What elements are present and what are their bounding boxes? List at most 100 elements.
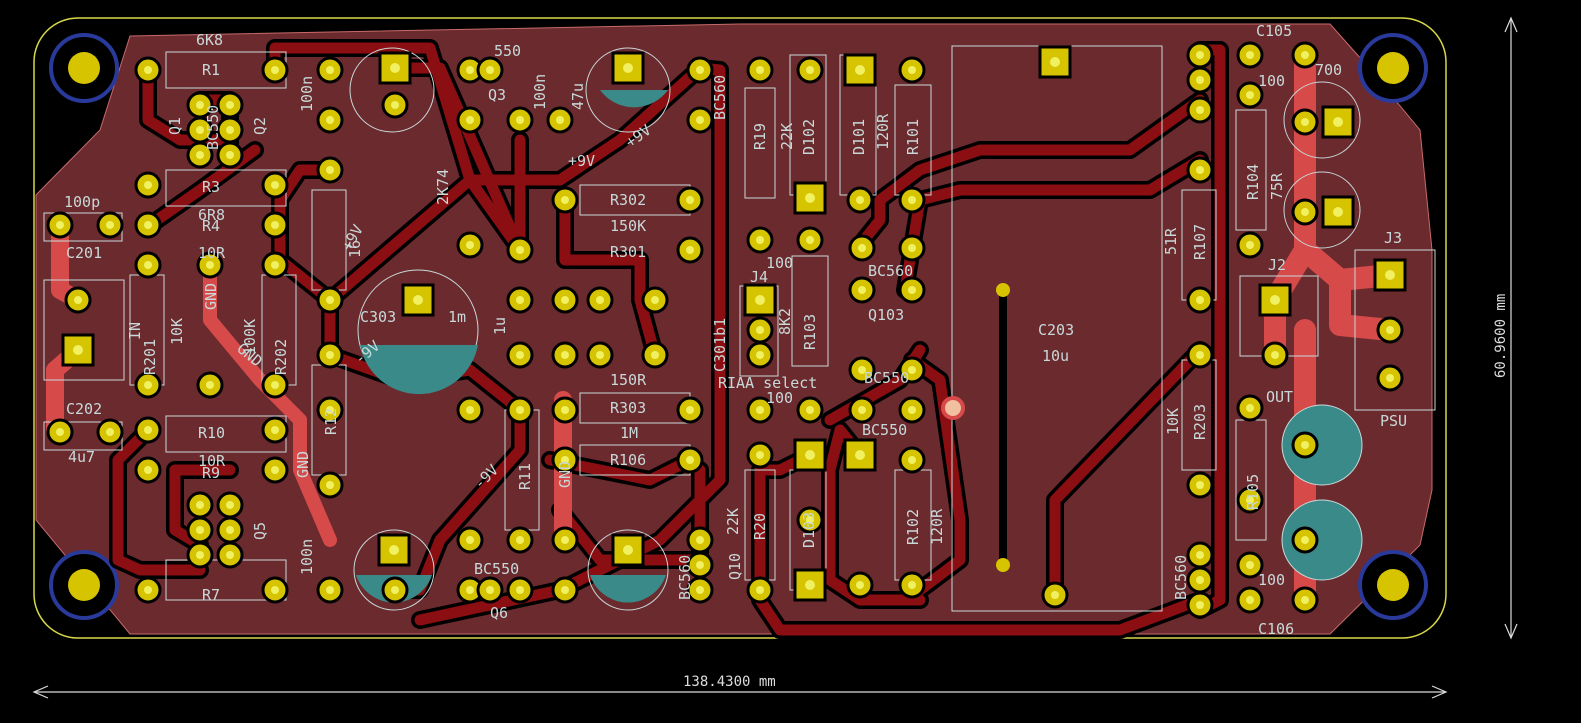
pad-drill xyxy=(756,326,764,334)
pad-drill xyxy=(756,236,764,244)
val-bc560-a: BC560 xyxy=(711,75,729,120)
pad-drill xyxy=(326,296,334,304)
pad-drill xyxy=(596,351,604,359)
pad-drill xyxy=(908,66,916,74)
pad-drill xyxy=(1246,404,1254,412)
val-100-c: 100 xyxy=(766,254,793,272)
val-75r: 75R xyxy=(1268,172,1286,200)
pad-drill xyxy=(391,101,399,109)
val-bc560-c: BC560 xyxy=(676,555,694,600)
pad-drill xyxy=(908,406,916,414)
pad-drill xyxy=(196,551,204,559)
pad-drill xyxy=(623,545,633,555)
pad-drill xyxy=(696,536,704,544)
board-outline xyxy=(33,17,1447,639)
pad-drill xyxy=(696,116,704,124)
pad-drill xyxy=(516,246,524,254)
ref-r302: R302 xyxy=(610,191,646,209)
front-copper-tracks xyxy=(46,44,1401,611)
label-psu: PSU xyxy=(1380,412,1407,430)
val-bc550-b: BC550 xyxy=(474,560,519,578)
pad-drill xyxy=(466,66,474,74)
val-1m: 1M xyxy=(620,424,638,442)
ref-q6: Q6 xyxy=(490,604,508,622)
pad-drill xyxy=(856,196,864,204)
pad-drill xyxy=(226,151,234,159)
pad-drill xyxy=(1196,576,1204,584)
label-riaa-select: RIAA select xyxy=(718,374,817,392)
val-10k-a: 10K xyxy=(168,318,186,345)
pad-drill xyxy=(74,296,82,304)
ref-c202: C202 xyxy=(66,400,102,418)
pad-drill xyxy=(858,406,866,414)
pad-drill xyxy=(756,351,764,359)
ref-q10: Q10 xyxy=(726,553,744,580)
dimension-width-label: 138.4300 mm xyxy=(683,674,776,690)
pad-drill xyxy=(596,296,604,304)
pad-drill xyxy=(805,193,815,203)
pad-drill xyxy=(271,261,279,269)
pad-drill xyxy=(855,450,865,460)
pad-drill xyxy=(1196,296,1204,304)
pad-drill xyxy=(466,241,474,249)
pad-drill xyxy=(696,66,704,74)
pad-square[interactable] xyxy=(1258,283,1292,317)
pad-drill xyxy=(686,196,694,204)
pad-drill xyxy=(561,351,569,359)
pad-drill xyxy=(144,221,152,229)
ref-c203: C203 xyxy=(1038,321,1074,339)
ref-r4: R4 xyxy=(202,217,220,235)
pad-drill xyxy=(756,406,764,414)
pad-drill xyxy=(805,580,815,590)
ref-q5: Q5 xyxy=(251,522,269,540)
pad-drill xyxy=(326,351,334,359)
ref-r202: R202 xyxy=(272,339,290,375)
pad-drill xyxy=(806,236,814,244)
pad-drill xyxy=(1196,166,1204,174)
val-100n-c: 100n xyxy=(298,539,316,575)
pad-drill xyxy=(271,586,279,594)
pad-drill xyxy=(908,456,916,464)
ref-r11: R11 xyxy=(516,463,534,490)
pad-drill xyxy=(271,66,279,74)
val-100-a: 100 xyxy=(1258,72,1285,90)
pad-drill xyxy=(326,406,334,414)
pad-square[interactable] xyxy=(1321,105,1355,139)
ref-r3: R3 xyxy=(202,178,220,196)
pad-drill xyxy=(556,116,564,124)
net-gnd-d: GND xyxy=(556,461,574,488)
val-8k2: 8K2 xyxy=(776,308,794,335)
val-550: 550 xyxy=(494,42,521,60)
pad-square[interactable] xyxy=(401,283,435,317)
pad-square[interactable] xyxy=(743,283,777,317)
val-150r: 150R xyxy=(610,371,647,389)
pad-drill xyxy=(1386,374,1394,382)
ref-d102: D102 xyxy=(800,119,818,155)
pad-drill xyxy=(271,426,279,434)
pad-drill xyxy=(1196,51,1204,59)
pad-drill xyxy=(755,295,765,305)
pad-drill xyxy=(1051,591,1059,599)
pad-drill xyxy=(696,586,704,594)
pad-drill xyxy=(561,536,569,544)
pad-square[interactable] xyxy=(378,51,412,85)
net-p9v-a: +9V xyxy=(568,152,595,170)
pad-drill xyxy=(144,261,152,269)
pad-drill xyxy=(1270,295,1280,305)
pad-drill xyxy=(390,63,400,73)
pad-drill xyxy=(56,428,64,436)
pad-drill xyxy=(1196,76,1204,84)
val-4u7: 4u7 xyxy=(68,448,95,466)
pad-drill xyxy=(1246,51,1254,59)
ref-r301: R301 xyxy=(610,243,646,261)
pad-drill xyxy=(1301,536,1309,544)
ref-r12: R12 xyxy=(322,408,340,435)
pad-drill xyxy=(466,406,474,414)
pad-drill xyxy=(651,296,659,304)
pad-drill xyxy=(196,126,204,134)
pad-drill xyxy=(206,381,214,389)
ref-c303: C303 xyxy=(360,308,396,326)
pad-drill xyxy=(1301,51,1309,59)
pad-square[interactable] xyxy=(377,533,411,567)
